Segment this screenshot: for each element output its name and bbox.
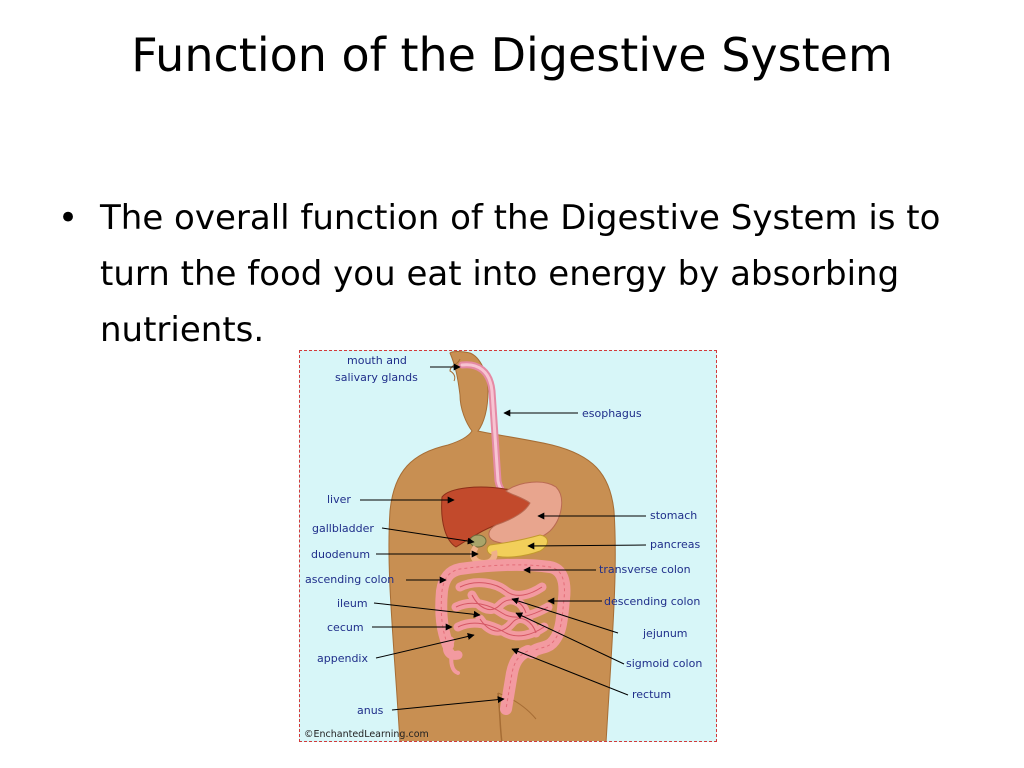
digestive-system-diagram: mouth and salivary glands esophagus live… [299,350,717,742]
label-pancreas: pancreas [650,538,701,551]
stomach-shape [488,481,563,545]
label-rectum: rectum [632,688,671,701]
label-appendix: appendix [317,652,368,665]
bullet-item: • The overall function of the Digestive … [58,190,978,358]
pancreas-shape [486,534,548,558]
diagram-canvas: mouth and salivary glands esophagus live… [304,351,702,741]
label-descending-colon: descending colon [604,595,700,608]
label-liver: liver [327,493,351,506]
slide-title: Function of the Digestive System [131,28,893,82]
label-jejunum: jejunum [642,627,688,640]
label-transverse-colon: transverse colon [599,563,691,576]
bullet-text: The overall function of the Digestive Sy… [100,198,941,350]
label-cecum: cecum [327,621,364,634]
label-anus: anus [357,704,384,717]
label-esophagus: esophagus [582,407,642,420]
gallbladder-shape [469,534,487,548]
label-stomach: stomach [650,509,697,522]
label-ileum: ileum [337,597,368,610]
label-mouth-line2: salivary glands [335,371,418,384]
bullet-list: • The overall function of the Digestive … [58,190,978,358]
label-mouth-line1: mouth and [347,354,407,367]
label-ascending-colon: ascending colon [305,573,394,586]
credit-text: ©EnchantedLearning.com [304,729,429,740]
bullet-marker: • [58,198,79,238]
label-duodenum: duodenum [311,548,370,561]
label-gallbladder: gallbladder [312,522,374,535]
label-sigmoid-colon: sigmoid colon [626,657,702,670]
